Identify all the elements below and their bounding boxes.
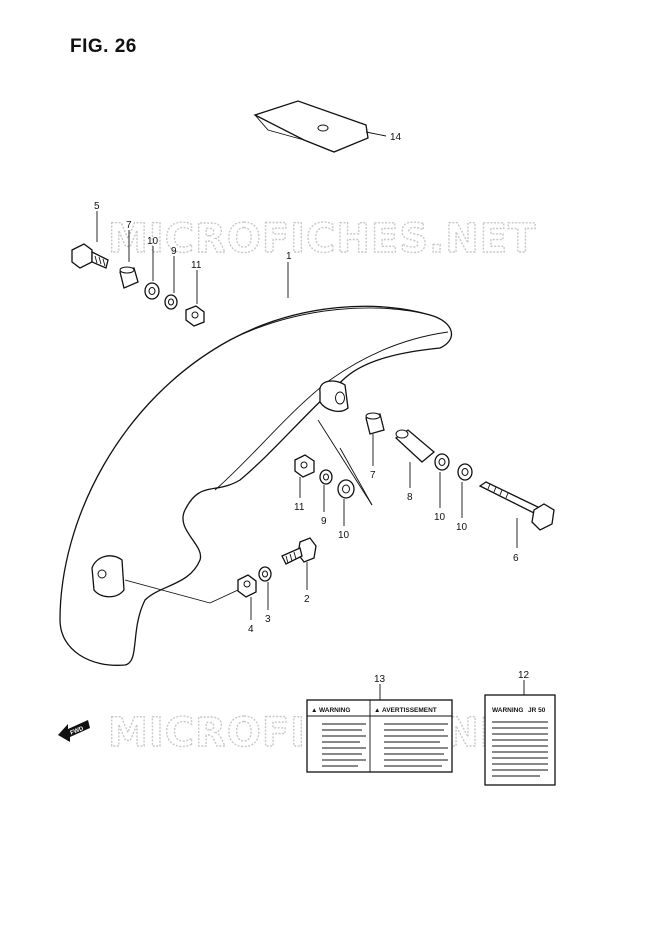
callout-2: 2 [304,594,310,605]
part-13-warning-label: ▲ WARNING ▲ AVERTISSEMENT [306,684,453,773]
label13-left-heading: WARNING [319,707,350,714]
part-4-nut [237,574,257,620]
callout-4: 4 [248,624,254,635]
callout-10-right-a: 10 [434,512,446,523]
part-8-spacer [394,429,436,488]
part-9-lock-washer-top [164,256,178,310]
label13-warning-icon-right: ▲ [374,707,380,714]
callout-7-mid: 7 [370,470,376,481]
fwd-arrow-icon: FWD [58,720,90,742]
callout-1: 1 [286,251,292,262]
part-10-washer-mid [337,479,355,526]
callout-8: 8 [407,492,413,503]
part-10-washer-right-a [434,453,450,508]
part-1-front-fender [59,262,452,666]
callout-10-mid: 10 [338,530,350,541]
part-3-washer [258,566,272,610]
callout-7-top: 7 [126,220,132,231]
callout-3: 3 [265,614,271,625]
part-12-warning-label: WARNING JR 50 [484,680,556,786]
part-2-bolt [281,537,317,590]
callout-11-top: 11 [191,260,202,271]
part-7-collar-mid [365,412,385,466]
label13-warning-icon: ▲ [311,707,317,714]
part-7-collar-top [119,230,139,289]
label12-model: JR 50 [528,707,546,714]
part-6-long-bolt [478,481,555,548]
part-10-washer-right-b [457,463,473,518]
part-9-lock-washer-mid [319,469,333,512]
leader-lines [124,419,373,604]
callout-10-right-b: 10 [456,522,468,533]
callout-14: 14 [390,132,402,143]
label12-heading: WARNING [492,707,523,714]
label13-right-heading: AVERTISSEMENT [382,707,437,714]
callout-6: 6 [513,553,519,564]
callout-numbers: 1 2 3 4 5 6 7 7 8 9 9 10 10 10 10 11 11 … [94,132,530,685]
callout-9-mid: 9 [321,516,327,527]
label13-text-lines [322,723,448,767]
part-11-nut-top [185,270,205,327]
callout-10-top: 10 [147,236,159,247]
fwd-label: FWD [70,726,86,737]
part-10-washer-top [144,246,160,300]
part-14-cushion [253,100,387,153]
callout-5: 5 [94,201,100,212]
watermark-top: MICROFICHES.NET [108,216,536,262]
figure-title: FIG. 26 [70,36,137,57]
callout-13: 13 [374,674,386,685]
callout-11-mid: 11 [294,502,305,513]
callout-12: 12 [518,670,530,681]
label12-text-lines [492,721,548,777]
part-5-bolt [71,211,109,269]
part-11-nut-mid [294,454,315,498]
callout-9-top: 9 [171,246,177,257]
